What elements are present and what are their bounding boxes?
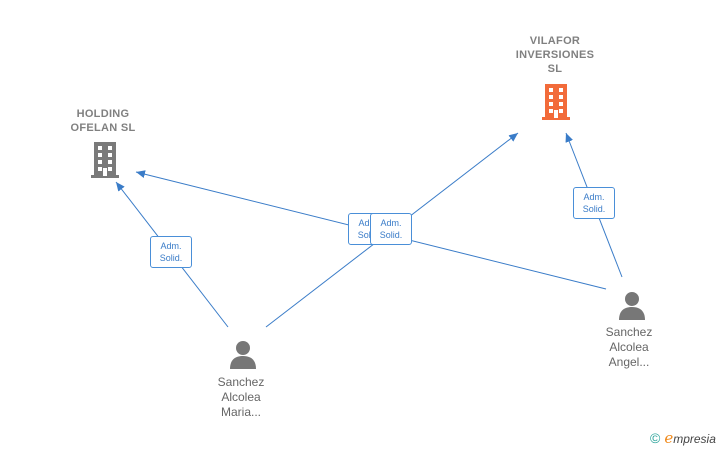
building-icon[interactable] [540, 84, 572, 120]
person-icon[interactable] [617, 290, 647, 320]
empresia-logo[interactable]: © empresia [650, 429, 716, 447]
company-name-holding-ofelan[interactable]: HOLDING OFELAN SL [70, 108, 136, 134]
role-badge-angel-vilafor[interactable]: Adm. Solid. [573, 187, 615, 219]
person-name-maria[interactable]: Sanchez Alcolea Maria... [217, 375, 265, 419]
company-name-vilafor[interactable]: VILAFOR INVERSIONES SL [515, 35, 595, 75]
person-icon[interactable] [228, 339, 258, 369]
role-badge-maria-vilafor[interactable]: Adm. Solid. [370, 213, 412, 245]
role-badge-maria-holding[interactable]: Adm. Solid. [150, 236, 192, 268]
copyright-symbol: © [650, 430, 661, 446]
person-name-angel[interactable]: Sanchez Alcolea Angel... [605, 325, 653, 369]
brand-wordmark: empresia [664, 429, 716, 447]
building-icon[interactable] [89, 142, 121, 178]
